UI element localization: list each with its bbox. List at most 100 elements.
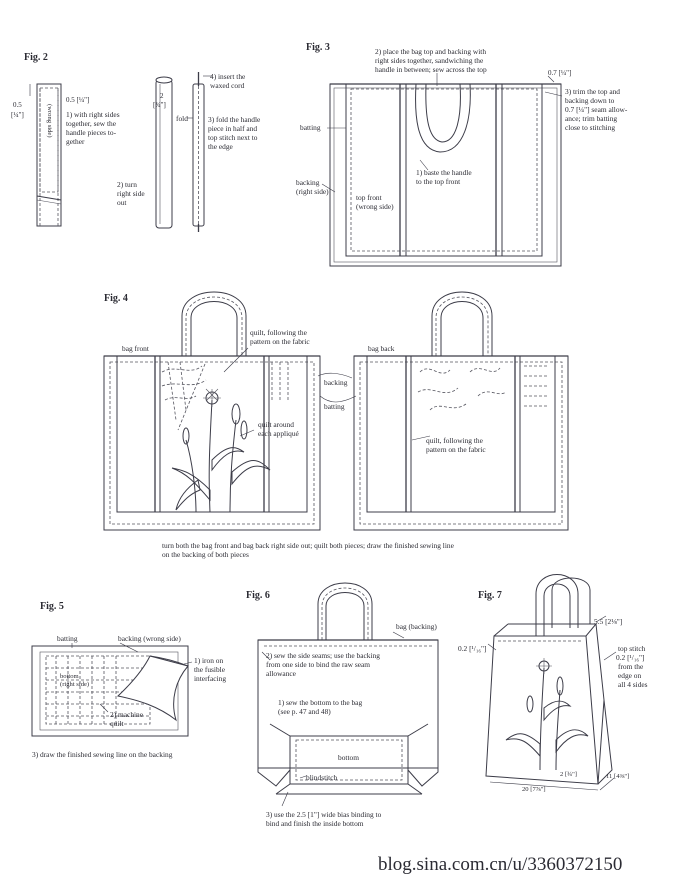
fig3-bag-top-illustration [321,73,563,267]
fig7-topstitch-line5: all 4 sides [618,680,648,689]
fig3-step2-line3: handle in between; sew across the top [375,65,487,74]
fig6-step2-line2: from one side to bind the raw seam [266,660,370,669]
fig7-finished-bag-illustration [485,574,617,791]
fig3-step3-line1: 3) trim the top and [565,87,620,96]
fig2-dim-left-frac: [¼"] [11,111,24,119]
fig3-step2-line2: right sides together, sandwiching the [375,56,484,65]
fig3-step1-line2: to the top front [416,177,461,186]
fig4-layer-connectors [317,372,357,403]
fig6-bag-label: bag (backing) [396,622,437,631]
fig6-bag-illustration [257,582,439,807]
fig7-dim-11: 11 [4⅜"] [606,773,629,780]
fig6-step1-line2: (see p. 47 and 48) [278,707,331,716]
fig2-step1-line4: gether [66,137,85,146]
fig3-step3-line2: backing down to [565,96,615,105]
fig2-dim-right: 0.5 [¼"] [66,96,89,104]
fig2-step3-line3: top stitch next to [208,133,258,142]
fig2-handle-tube-illustration [155,76,173,229]
fig6-group: Fig. 6 bag (backing) 2) sew [246,582,439,828]
fig7-group: Fig. 7 [458,574,648,793]
fig7-dim-2: 2 [¾"] [560,771,577,778]
fig4-backing-label: backing [324,378,348,387]
fig5-step2-line2: quilt [110,719,124,728]
fig2-dim-2-frac: [¾"] [153,101,166,109]
fig2-wrong-side-label: (wrong side) [46,104,53,138]
fig2-title: Fig. 2 [24,52,48,63]
fig6-step3-line1: 3) use the 2.5 [1"] wide bias binding to [266,810,382,819]
fig5-bottom-label-line2: (right side) [60,681,89,688]
fig6-step1-line1: 1) sew the bottom to the bag [278,698,362,707]
fig4-quilt-back-line1: quilt, following the [426,436,484,445]
fig5-step2-line1: 2) machine [110,710,144,719]
fig5-group: Fig. 5 batting backing (wrong side) bott… [31,601,226,759]
fig3-top-front-line2: (wrong side) [356,202,394,211]
fig2-dim-left: 0.5 [13,101,22,109]
fig2-step4-line1: 4) insert the [210,72,246,81]
fig4-quilt-applique-line2: each appliqué [258,429,300,438]
fig2-handle-folded-illustration [187,72,212,232]
fig6-step2-line3: allowance [266,669,297,678]
fig7-topstitch-line4: edge on [618,671,641,680]
fig2-step3-line1: 3) fold the handle [208,115,261,124]
fig2-dim-2: 2 [160,92,164,100]
fig5-step1-line2: the fusible [194,665,226,674]
fig4-bag-back-illustration [353,291,569,531]
fig4-quilt-pattern-line1: quilt, following the [250,328,308,337]
fig6-step3-line2: bind and finish the inside bottom [266,819,364,828]
fig4-quilt-applique-line1: quilt around [258,420,294,429]
fig3-title: Fig. 3 [306,42,330,53]
fig4-title: Fig. 4 [104,293,128,304]
fig3-batting-label: batting [300,123,321,132]
fig2-step2-line2: right side [117,189,145,198]
fig7-dim-20: 20 [7⅞"] [522,786,546,793]
fig7-dim-top: 5.5 [2⅛"] [594,617,622,626]
fig3-step2-line1: 2) place the bag top and backing with [375,47,486,56]
fig5-step3: 3) draw the finished sewing line on the … [32,750,173,759]
fig4-quilt-back-line2: pattern on the fabric [426,445,486,454]
fig4-caption-line1: turn both the bag front and bag back rig… [162,541,455,550]
fig7-topstitch-line2: 0.2 [¹/₁₆"] [616,653,644,662]
fig3-step3-line5: close to stitching [565,123,615,132]
fig5-title: Fig. 5 [40,601,64,612]
fig2-step1-line3: handle pieces to- [66,128,117,137]
fig7-title: Fig. 7 [478,590,502,601]
fig3-dim-label: 0.7 [¼"] [548,69,571,77]
fig5-backing-label: backing (wrong side) [118,634,181,643]
fig2-handle-flat-illustration [29,83,62,227]
fig4-quilt-pattern-line2: pattern on the fabric [250,337,310,346]
fig7-topstitch-line3: from the [618,662,644,671]
fig7-topstitch-line1: top stitch [618,644,646,653]
fig4-group: Fig. 4 [103,291,569,559]
fig2-step4-line2: waxed cord [210,81,245,90]
fig3-backing-label-line1: backing [296,178,320,187]
fig4-bag-front-label: bag front [122,344,150,353]
fig3-top-front-line1: top front [356,193,383,202]
fig3-step1-line1: 1) baste the handle [416,168,472,177]
fig3-backing-label-line2: (right side) [296,187,329,196]
fig6-blindstitch-label: blindstitch [306,773,338,782]
fig2-step3-line2: piece in half and [208,124,257,133]
fig2-step2-line3: out [117,198,127,207]
fig2-step1-line2: together, sew the [66,119,117,128]
fig6-title: Fig. 6 [246,590,270,601]
fig2-fold-label: fold [176,114,188,123]
fig2-step2-line1: 2) turn [117,180,137,189]
fig5-step1-line1: 1) iron on [194,656,223,665]
fig7-dim-left: 0.2 [¹/₁₆"] [458,644,486,653]
fig3-group: Fig. 3 2) place the bag t [296,42,628,267]
fig6-step2-line1: 2) sew the side seams; use the backing [266,651,380,660]
fig5-batting-label: batting [57,634,78,643]
fig6-bottom-label: bottom [338,753,359,762]
fig3-step3-line3: 0.7 [¼"] seam allow- [565,105,628,114]
fig2-step1-line1: 1) with right sides [66,110,120,119]
fig3-step3-line4: ance; trim batting [565,114,617,123]
fig4-caption-line2: on the backing of both pieces [162,550,249,559]
fig2-group: Fig. 2 (wrong side) 0.5 [¼"] 0.5 [¼"] 1)… [11,52,261,232]
fig4-bag-front-illustration [103,291,321,531]
fig2-step3-line4: the edge [208,142,234,151]
fig5-step1-line3: interfacing [194,674,226,683]
watermark-url: blog.sina.com.cn/u/3360372150 [378,854,622,875]
fig4-batting-label: batting [324,402,345,411]
